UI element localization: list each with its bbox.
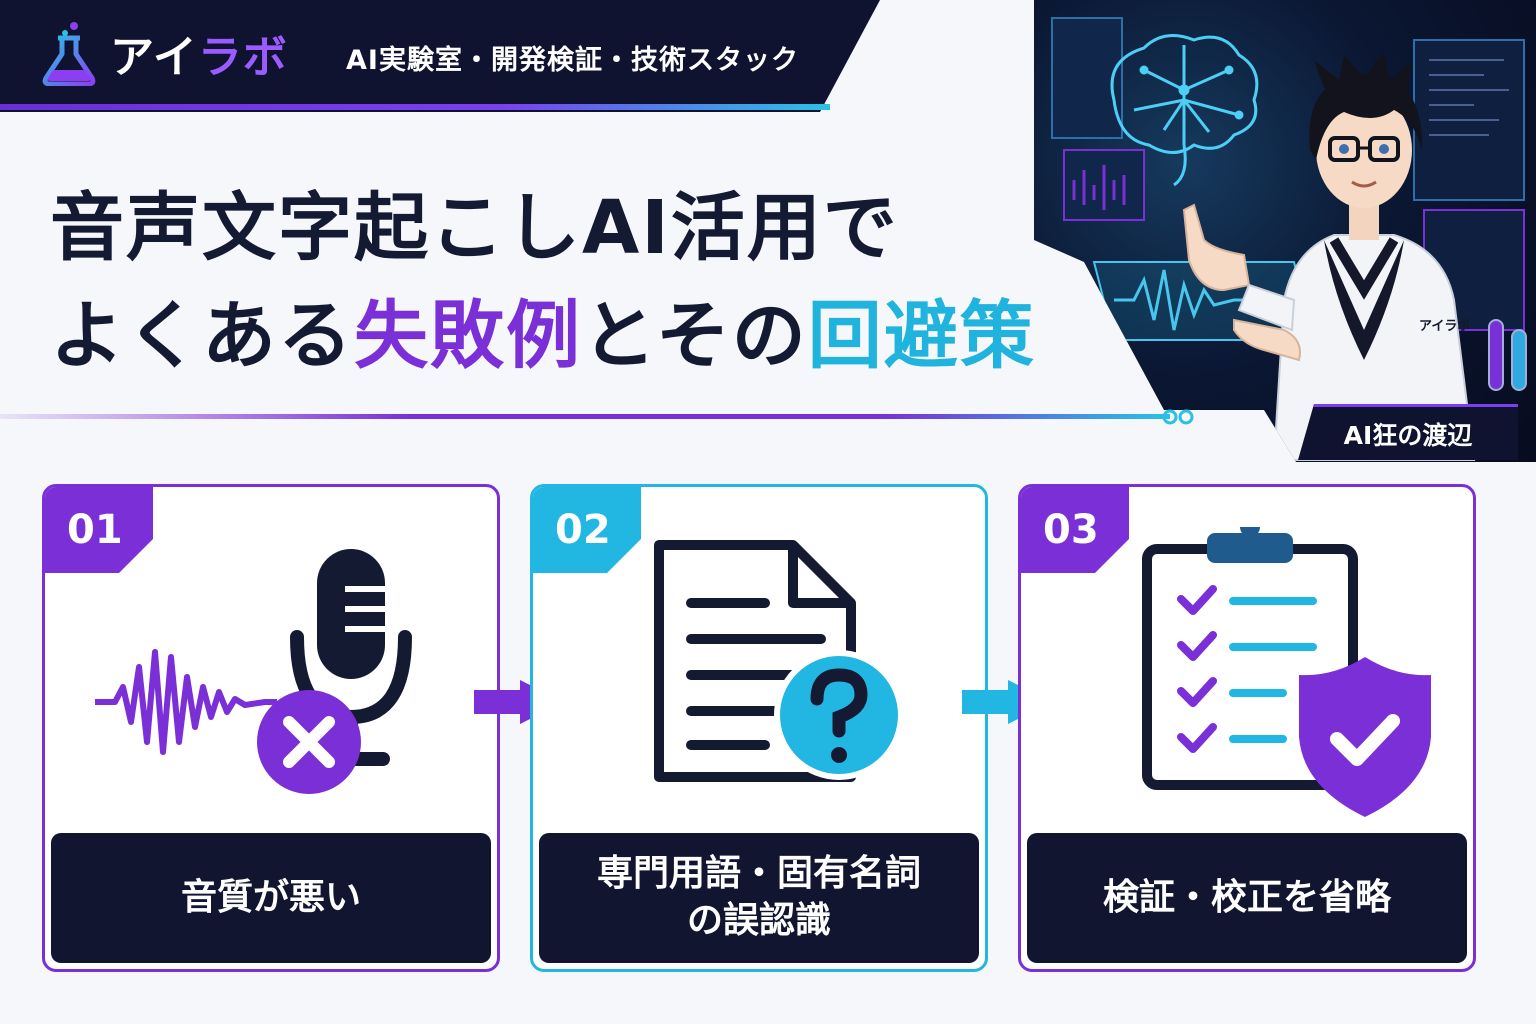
test-tubes [1488, 319, 1527, 391]
header-bar [0, 0, 880, 112]
title-highlight-failure: 失敗例 [354, 293, 582, 379]
flask-icon [42, 22, 96, 86]
card-label-line: 専門用語・固有名詞 [596, 853, 921, 895]
tagline: AI実験室・開発検証・技術スタック [346, 45, 799, 76]
logo-text: アイラボ [110, 32, 288, 83]
card-label: 検証・校正を省略 [1027, 833, 1467, 963]
title-divider [0, 414, 1170, 419]
header-accent-line [0, 104, 830, 110]
microphone-error-icon [95, 549, 412, 794]
hero-scene: アイラボ [1051, 17, 1527, 461]
card-label: 音質が悪い [51, 833, 491, 963]
title-prefix: よくある [50, 293, 354, 379]
card-label-line: 検証・校正を省略 [1102, 876, 1391, 918]
card-label: 専門用語・固有名詞 の誤認識 [539, 833, 979, 963]
title-highlight-solution: 回避策 [807, 293, 1036, 379]
card-bad-audio[interactable]: 01 音質が悪い [42, 484, 500, 972]
title-line-2: よくある失敗例とその回避策 [50, 276, 1036, 383]
card-label-line: 音質が悪い [180, 876, 361, 918]
logo[interactable]: アイラボ [40, 20, 288, 86]
brain-hologram-icon [1110, 34, 1259, 187]
card-label-line: の誤認識 [686, 900, 831, 941]
card-term-misrecognition[interactable]: 02 専門用語・固有名詞 の誤認識 [530, 484, 988, 972]
coat-badge: アイラボ [1419, 318, 1470, 334]
character-avatar: アイラボ [1182, 52, 1476, 461]
divider-dots [1162, 409, 1194, 425]
hero-illustration: アイラボ [1034, 0, 1536, 462]
title-middle: とその [582, 293, 808, 379]
checklist-shield-icon [1142, 527, 1431, 817]
card-skip-verification[interactable]: 03 検証・校正を省略 [1018, 484, 1476, 972]
card-number: 03 [1021, 487, 1129, 573]
document-question-icon [654, 540, 904, 782]
character-name-tag: AI狂の渡辺 [1298, 404, 1518, 460]
card-number: 01 [45, 487, 153, 573]
title-line-1: 音声文字起こしAI活用で [50, 185, 899, 271]
